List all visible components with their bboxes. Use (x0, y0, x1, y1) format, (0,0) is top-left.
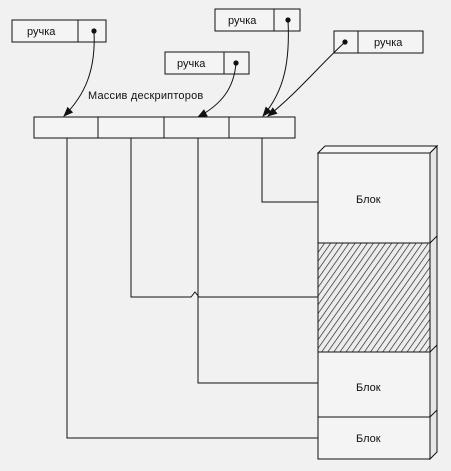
handle-4: ручка (333, 30, 424, 54)
memory-block-1-label: Блок (356, 194, 381, 206)
handle-3: ручка (214, 8, 301, 32)
handle-4-label: ручка (374, 37, 403, 49)
memory-block-1 (317, 152, 431, 244)
connector-descriptor-4 (261, 138, 318, 203)
connector-descriptor-1 (66, 138, 318, 439)
handle-3-label: ручка (228, 15, 257, 27)
memory-block-2 (317, 351, 431, 418)
memory-stack: Блок Блок Блок (316, 144, 439, 461)
handle-2-arrow (197, 62, 237, 118)
handle-2: ручка (164, 51, 250, 75)
memory-side-face (429, 144, 438, 461)
handle-1: ручка (11, 19, 107, 43)
connector-descriptor-2 (130, 138, 318, 298)
descriptor-array (33, 116, 296, 139)
connector-descriptor-3 (197, 138, 318, 384)
descriptor-array-title: Массив дескрипторов (88, 90, 203, 102)
handle-1-arrow (63, 30, 95, 117)
handle-1-label: ручка (27, 26, 56, 38)
memory-block-2-label: Блок (356, 382, 381, 394)
handle-4-arrow (267, 41, 346, 117)
memory-block-3-label: Блок (356, 433, 381, 445)
handle-2-label: ручка (177, 58, 206, 70)
memory-block-3 (317, 416, 431, 460)
memory-top-face (316, 145, 439, 154)
memory-free-region (317, 242, 431, 353)
